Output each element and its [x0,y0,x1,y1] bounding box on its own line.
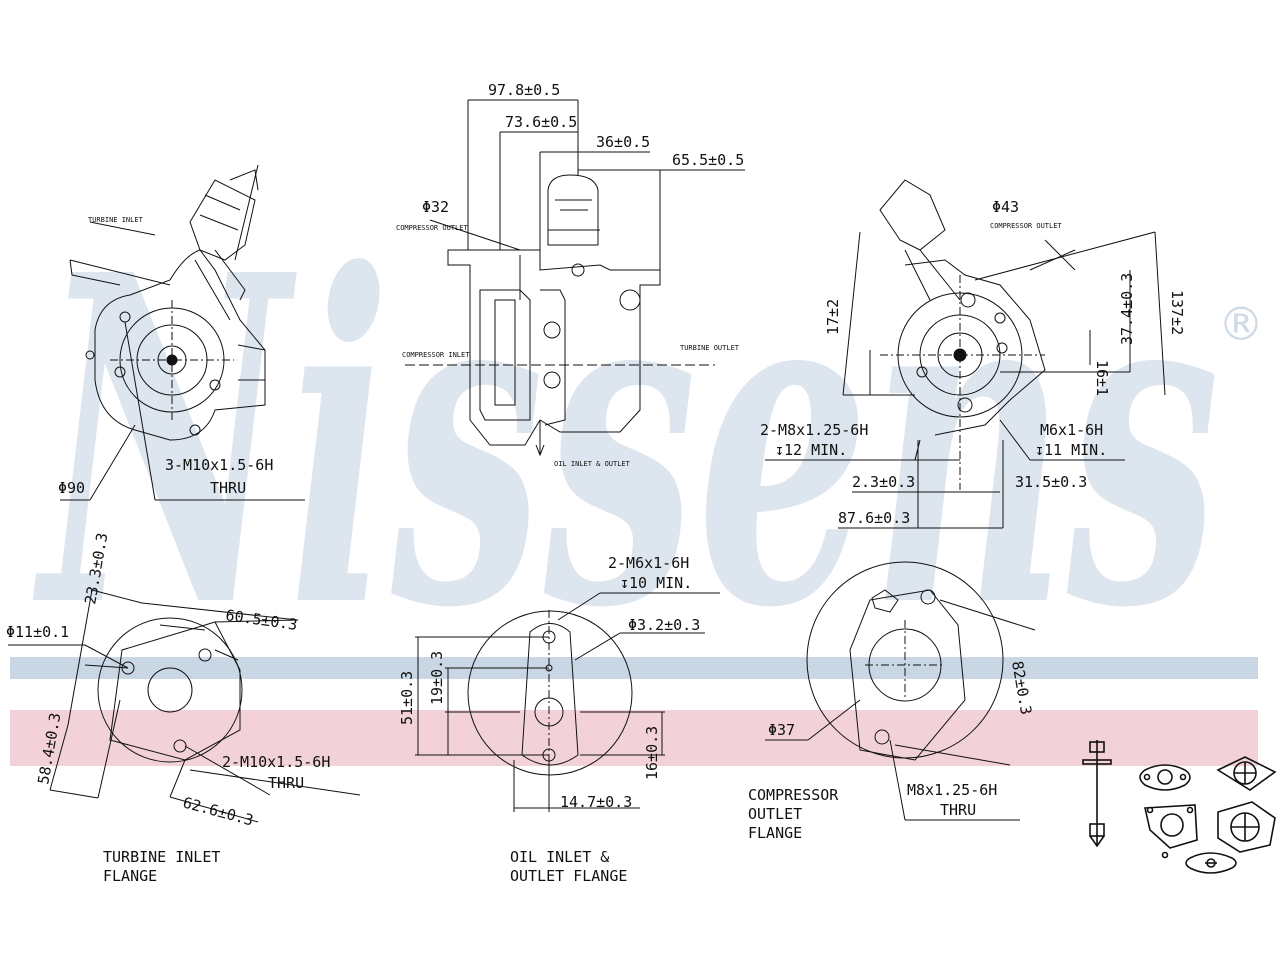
top-view: 97.8±0.5 73.6±0.5 36±0.5 65.5±0.5 Φ32 CO… [396,81,745,468]
mount-thread-label: 3-M10x1.5-6H [165,456,273,474]
m8-depth-label: ↧12 MIN. [775,441,847,459]
compressor-flange-title-2: OUTLET [748,805,802,823]
phi-43-label: Φ43 [992,198,1019,216]
turbine-outlet-tag: TURBINE OUTLET [680,344,740,352]
dim-65-5: 65.5±0.5 [672,151,744,169]
turbine-side-view: TURBINE INLET 3-M10x1.5-6H THRU Φ90 [58,164,305,501]
oil-m6-depth-label: ↧10 MIN. [620,574,692,592]
dim-62-6: 62.6±0.3 [181,793,255,829]
gasket-turbine-outlet-icon [1217,801,1276,853]
diameter-90-label: Φ90 [58,479,85,497]
compressor-side-view: Φ43 COMPRESSOR OUTLET 17±2 16±1 37.4±0.3… [760,179,1186,529]
gasket-compressor-icon [1216,756,1277,791]
oil-flange-drawing [415,592,720,812]
oil-flange: 2-M6x1-6H ↧10 MIN. Φ3.2±0.3 51±0.3 19±0.… [398,554,720,885]
dim-16: 16±1 [1093,360,1111,396]
dim-37-4: 37.4±0.3 [1118,273,1136,345]
compressor-outlet-flange: Φ37 82±0.3 M8x1.25-6H THRU COMPRESSOR OU… [748,561,1036,842]
dim-14-7: 14.7±0.3 [560,793,632,811]
compressor-housing-drawing [765,179,1166,529]
brand-watermark: Nissens [32,178,1220,707]
m6-thread-label: M6x1-6H [1040,421,1103,439]
m6-depth-label: ↧11 MIN. [1035,441,1107,459]
oil-m6-thread-label: 2-M6x1-6H [608,554,689,572]
turbine-inlet-tag: TURBINE INLET [88,216,144,224]
blue-stripe [10,657,1258,679]
dim-2-3: 2.3±0.3 [852,473,915,491]
oil-flange-title-1: OIL INLET & [510,848,609,866]
dim-51: 51±0.3 [398,671,416,725]
comp-m8-thread-label: M8x1.25-6H [907,781,997,799]
comp-m8-thru-label: THRU [940,801,976,819]
dim-31-5: 31.5±0.3 [1015,473,1087,491]
registered-mark: ® [1218,297,1264,351]
pink-stripe [10,710,1258,766]
turbine-housing-drawing [60,164,305,501]
dim-97-8: 97.8±0.5 [488,81,560,99]
gasket-oil-icon [1139,764,1191,791]
accessory-kit [1082,740,1277,874]
compressor-flange-title-3: FLANGE [748,824,802,842]
gasket-turbine-icon [1144,804,1198,859]
oil-tag: OIL INLET & OUTLET [554,460,631,468]
phi-3-2-label: Φ3.2±0.3 [628,616,700,634]
phi-32-label: Φ32 [422,198,449,216]
turbine-flange-drawing [8,589,361,823]
compressor-flange-drawing [765,561,1036,821]
dim-19: 19±0.3 [428,651,446,705]
turbine-flange-title-2: FLANGE [103,867,157,885]
oil-tube-icon [1082,740,1112,848]
compressor-outlet-tag-2: COMPRESSOR OUTLET [990,222,1062,230]
compressor-flange-title-1: COMPRESSOR [748,786,839,804]
dim-73-6: 73.6±0.5 [505,113,577,131]
phi-37-label: Φ37 [768,721,795,739]
dim-36: 36±0.5 [596,133,650,151]
dim-137: 137±2 [1168,290,1186,335]
gasket-small-icon [1185,852,1237,874]
watermark-layer: Nissens ® [10,178,1264,766]
dim-16-oil: 16±0.3 [643,726,661,780]
turbine-flange-title-1: TURBINE INLET [103,848,220,866]
oil-flange-title-2: OUTLET FLANGE [510,867,627,885]
dim-17: 17±2 [824,299,842,335]
dim-87-6: 87.6±0.3 [838,509,910,527]
top-view-drawing [405,99,745,457]
compressor-inlet-tag: COMPRESSOR INLET [402,351,470,359]
m10-thru-label: THRU [268,774,304,792]
compressor-outlet-tag: COMPRESSOR OUTLET [396,224,468,232]
phi-11-label: Φ11±0.1 [6,623,69,641]
m10-thread-label: 2-M10x1.5-6H [222,753,330,771]
m8-thread-label: 2-M8x1.25-6H [760,421,868,439]
mount-thread-thru-label: THRU [210,479,246,497]
